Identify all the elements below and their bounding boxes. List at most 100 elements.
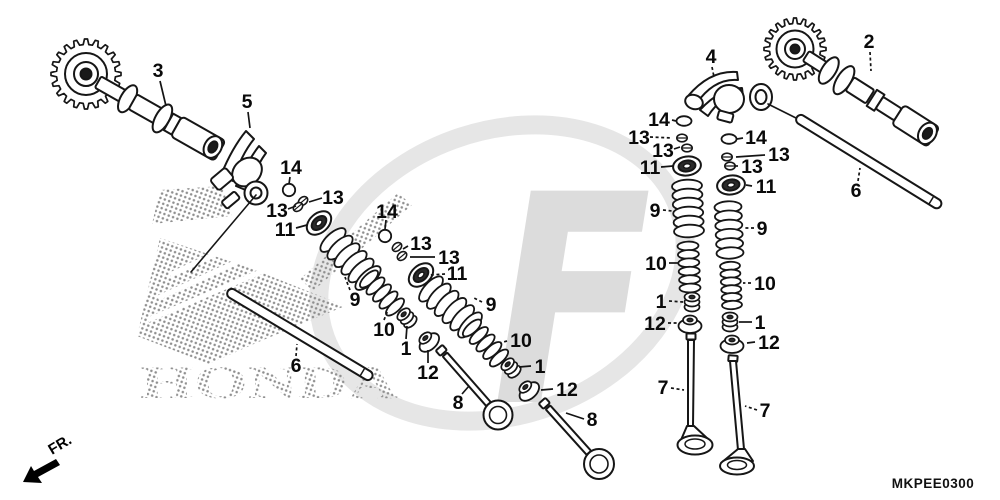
stem-seal-12-c1 bbox=[677, 314, 703, 334]
stem-seal-12-b-shape bbox=[522, 384, 529, 391]
valve-7-left-shape bbox=[687, 339, 695, 427]
camshaft-2-shape-shape bbox=[789, 43, 801, 55]
spring-retainer-11-a bbox=[305, 210, 333, 236]
rocker-arm-5-shape bbox=[190, 194, 257, 273]
callout-leader-14-2 bbox=[288, 176, 291, 185]
callout-leader-1-16 bbox=[518, 365, 532, 368]
callout-label-10-15: 10 bbox=[510, 330, 532, 352]
callout-leader-13-30 bbox=[735, 154, 766, 158]
shim-14-a-shape bbox=[281, 182, 297, 198]
callout-leader-3-0 bbox=[159, 80, 167, 107]
valve-cotters-13-a bbox=[292, 195, 309, 213]
shim-14-b bbox=[377, 228, 393, 244]
rocker-arm-5-shape bbox=[221, 190, 241, 210]
valve-8-left-shape bbox=[482, 399, 514, 431]
rocker-arm-4-shape bbox=[684, 93, 704, 111]
rocker-arm-5-shape bbox=[210, 167, 234, 191]
callout-label-10-7: 10 bbox=[373, 319, 395, 341]
callout-label-12-17: 12 bbox=[556, 379, 578, 401]
rocker-arm-5 bbox=[190, 130, 269, 273]
callout-label-9-6: 9 bbox=[350, 289, 361, 311]
camshaft-2-shape-shape bbox=[817, 56, 840, 85]
valve-spring-outer-9-c1-shape bbox=[673, 223, 705, 239]
callout-leader-8-19 bbox=[565, 412, 585, 420]
spring-retainer-11-a-shape bbox=[315, 219, 323, 227]
callout-label-9-33: 9 bbox=[757, 218, 768, 240]
callout-leader-13-22 bbox=[673, 146, 681, 150]
shim-14-c2 bbox=[720, 133, 738, 145]
valve-8-right-shape bbox=[589, 454, 609, 474]
valve-spring-inner-10-c2-shape bbox=[721, 299, 743, 311]
callout-leader-9-14 bbox=[471, 296, 483, 303]
callout-label-8-18: 8 bbox=[453, 392, 464, 414]
honda-wing-watermark-shape bbox=[152, 186, 232, 224]
callout-label-13-3: 13 bbox=[322, 187, 344, 209]
callout-label-13-4: 13 bbox=[266, 200, 288, 222]
callout-label-7-28: 7 bbox=[658, 377, 669, 399]
callout-label-11-13: 11 bbox=[447, 263, 468, 285]
valve-spring-inner-10-c1-shape bbox=[678, 282, 702, 294]
valve-spring-inner-10-c1 bbox=[676, 240, 702, 294]
callout-label-14-20: 14 bbox=[648, 109, 670, 131]
spring-retainer-11-b-shape bbox=[417, 271, 425, 279]
valve-7-right bbox=[719, 354, 755, 476]
callout-leader-13-4 bbox=[287, 205, 297, 210]
honda-wing-watermark-shape bbox=[168, 232, 257, 278]
callout-layer: 3514131311910112141313119101128814131311… bbox=[153, 31, 875, 431]
callout-label-14-10: 14 bbox=[376, 201, 398, 223]
valve-cotters-13-c1 bbox=[675, 133, 693, 153]
callout-label-11-32: 11 bbox=[756, 176, 777, 198]
valve-8-right bbox=[538, 397, 615, 480]
callout-label-3-0: 3 bbox=[153, 60, 164, 82]
callout-leader-14-29 bbox=[736, 137, 744, 140]
callout-leader-6-41 bbox=[295, 343, 298, 357]
rocker-shaft-6-left-shape bbox=[226, 287, 374, 382]
callout-leader-12-17 bbox=[540, 388, 554, 391]
camshaft-3-shape bbox=[94, 76, 226, 161]
spring-seat-1-c2 bbox=[721, 311, 739, 333]
callout-label-14-2: 14 bbox=[280, 157, 302, 179]
valve-7-right-shape bbox=[726, 459, 748, 471]
callout-leader-1-26 bbox=[668, 300, 684, 303]
valve-spring-outer-9-c2 bbox=[713, 200, 745, 260]
callout-leader-7-28 bbox=[670, 387, 685, 391]
shim-14-c1 bbox=[675, 115, 693, 127]
callout-label-9-24: 9 bbox=[650, 200, 661, 222]
valve-8-right-shape bbox=[538, 397, 592, 456]
callout-leader-11-32 bbox=[745, 184, 753, 187]
rocker-shaft-6-right-shape bbox=[795, 113, 943, 210]
rocker-shaft-6-left-shape bbox=[359, 368, 365, 377]
rocker-shaft-6-left bbox=[226, 287, 374, 382]
valve-8-left-shape-shape bbox=[435, 344, 448, 357]
valve-7-right-shape bbox=[729, 360, 745, 451]
spring-retainer-11-c2-shape bbox=[726, 182, 736, 188]
spring-seat-1-c2-shape bbox=[726, 314, 734, 320]
callout-leader-13-11 bbox=[402, 245, 409, 250]
valve-7-left bbox=[676, 332, 714, 456]
callout-leader-13-3 bbox=[308, 197, 323, 203]
callout-label-12-27: 12 bbox=[644, 313, 666, 335]
callout-label-1-16: 1 bbox=[535, 356, 546, 378]
valve-8-right-shape-shape bbox=[538, 397, 551, 410]
stem-seal-12-c2 bbox=[719, 334, 745, 354]
valve-cotters-13-b bbox=[391, 241, 408, 262]
callout-leader-14-10 bbox=[384, 219, 387, 230]
shim-14-a bbox=[281, 182, 297, 198]
callout-leader-7-37 bbox=[744, 405, 758, 411]
rocker-arm-4-shape bbox=[754, 89, 768, 105]
valve-7-right-shape bbox=[719, 456, 755, 476]
camshaft-2-shape-shape bbox=[845, 76, 875, 104]
valve-spring-inner-10-b-shape bbox=[488, 348, 510, 368]
callout-label-10-34: 10 bbox=[754, 273, 776, 295]
callout-label-4-38: 4 bbox=[706, 46, 717, 68]
valve-spring-outer-9-c2-shape bbox=[715, 246, 745, 260]
callout-leader-4-38 bbox=[711, 66, 715, 78]
spring-retainer-11-c1 bbox=[672, 155, 702, 177]
valve-8-left bbox=[435, 344, 514, 431]
shim-14-c1-shape bbox=[675, 115, 693, 127]
callout-label-8-19: 8 bbox=[587, 409, 598, 431]
callout-leader-10-15 bbox=[499, 340, 508, 344]
callout-label-13-22: 13 bbox=[652, 140, 674, 162]
rocker-arm-5-shape bbox=[249, 186, 263, 200]
